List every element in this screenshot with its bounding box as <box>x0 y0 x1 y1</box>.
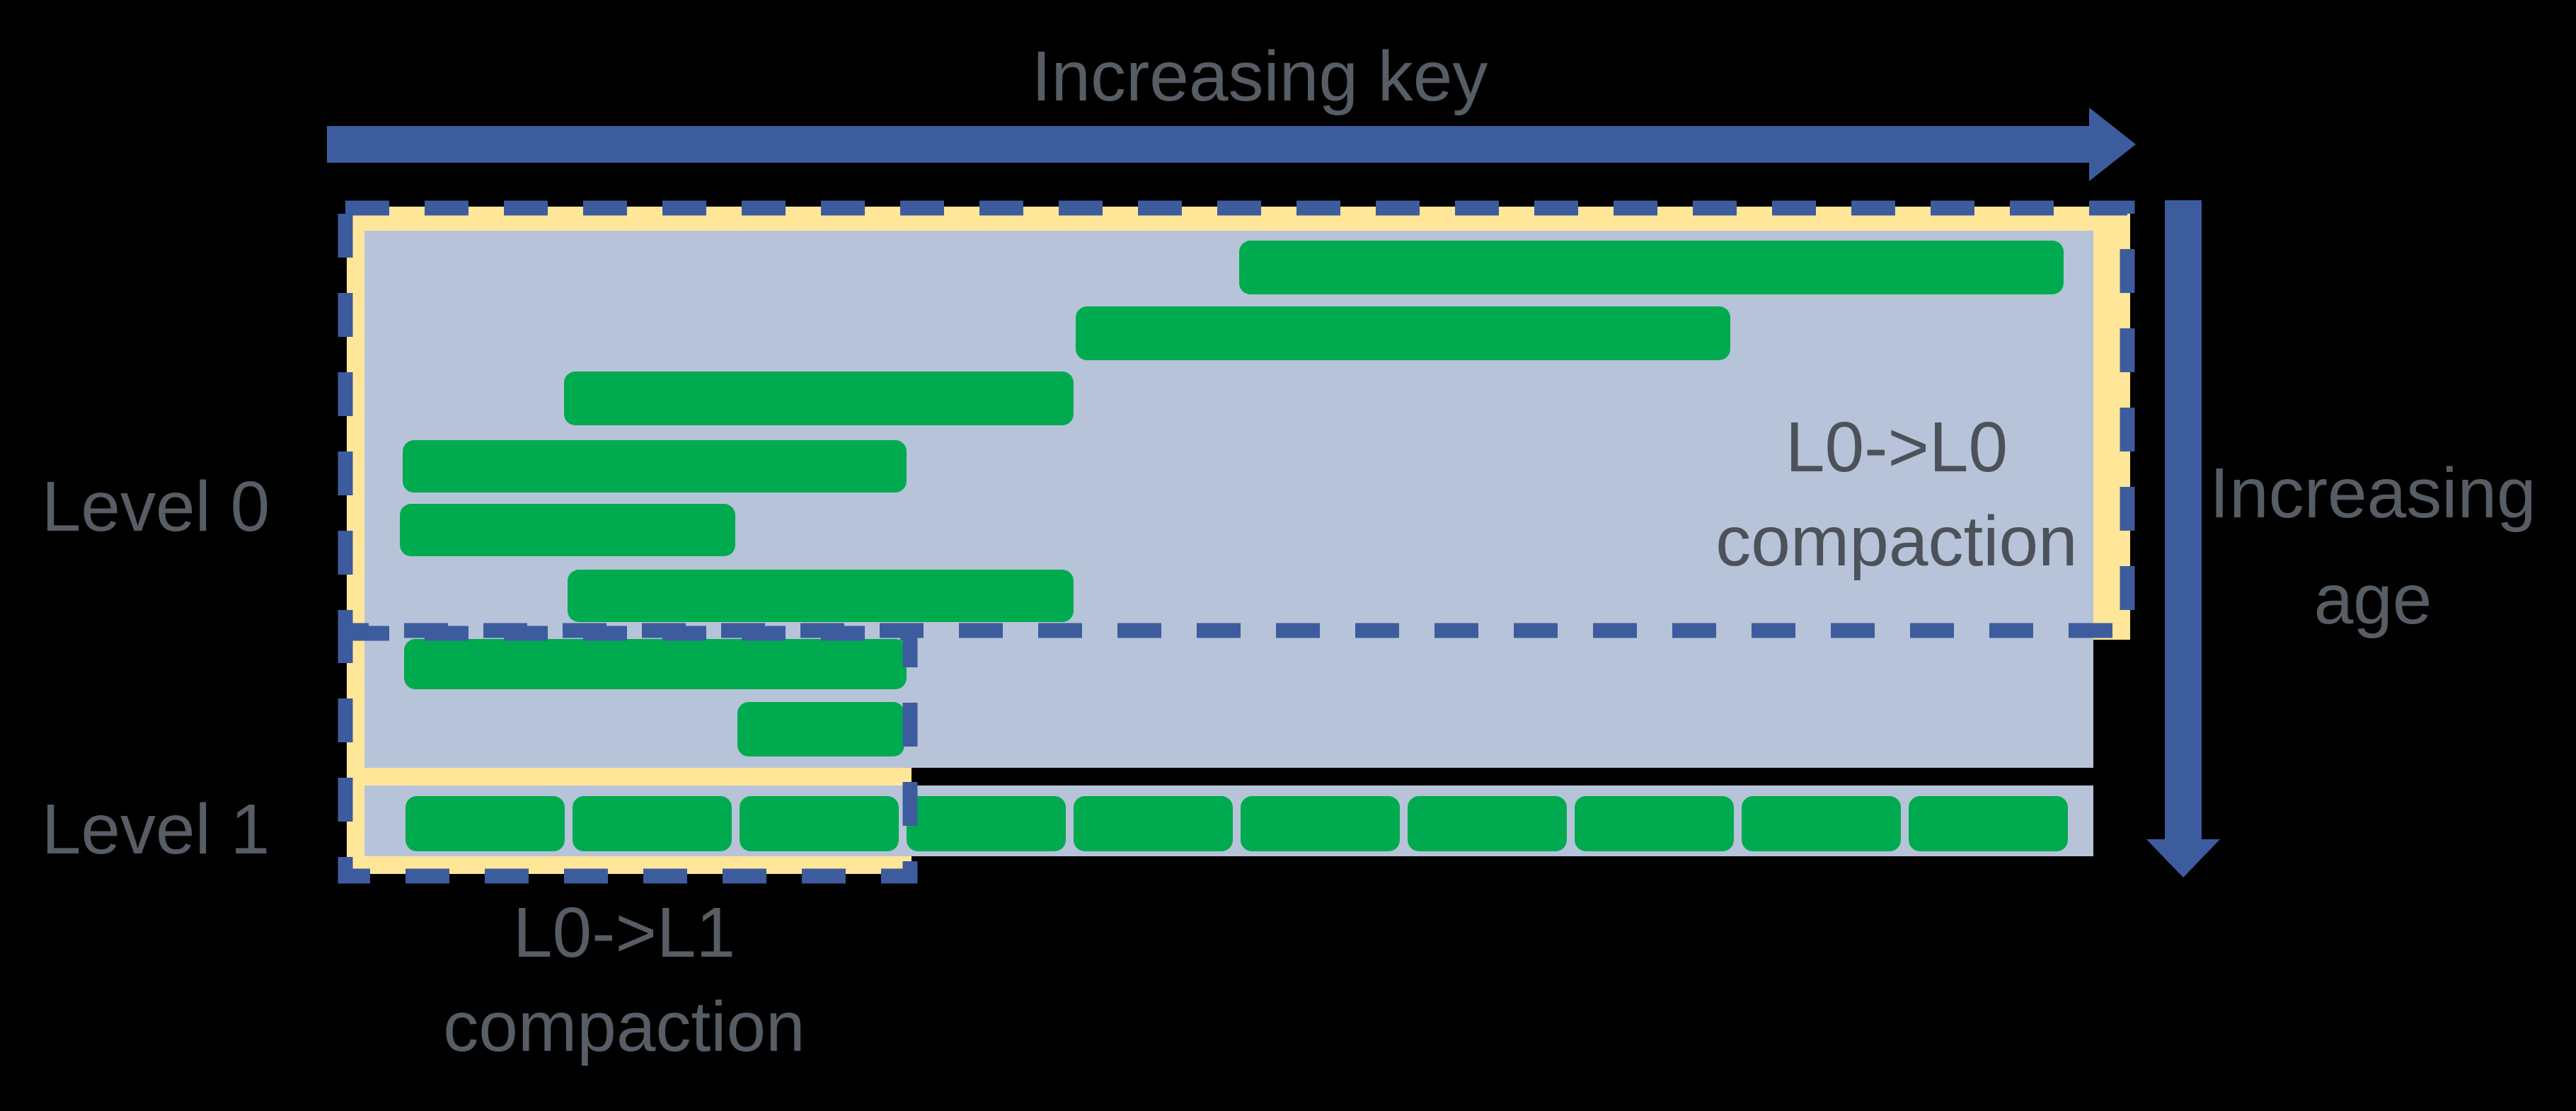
increasing-key-label: Increasing key <box>1031 37 1488 116</box>
level0-sstable-2 <box>1076 306 1730 360</box>
level1-sstable-3 <box>740 796 899 851</box>
l0-l0-compaction-label: L0->L0 compaction <box>1715 408 2078 581</box>
level1-sstable-8 <box>1575 796 1734 851</box>
level1-label: Level 1 <box>41 790 270 869</box>
level0-sstable-3 <box>564 372 1074 425</box>
increasing-age-arrowhead <box>2146 839 2220 877</box>
level0-label: Level 0 <box>41 467 270 546</box>
increasing-key-arrowhead <box>2089 108 2136 181</box>
increasing-age-arrow-shaft <box>2165 200 2202 839</box>
increasing-age-label: Increasing age <box>2209 454 2536 639</box>
level0-sstable-4 <box>403 440 907 493</box>
level1-sstable-2 <box>573 796 732 851</box>
level0-sstable-8 <box>737 702 904 756</box>
level0-sstable-5 <box>400 504 735 556</box>
level0-sstable-7 <box>404 639 907 689</box>
increasing-key-arrow-shaft <box>327 126 2089 163</box>
level1-sstable-1 <box>406 796 565 851</box>
level1-sstable-10 <box>1909 796 2068 851</box>
level0-sstable-1 <box>1239 241 2064 294</box>
level1-sstable-5 <box>1074 796 1233 851</box>
l0-l1-compaction-label: L0->L1 compaction <box>443 893 805 1066</box>
level1-sstable-7 <box>1408 796 1567 851</box>
level1-sstable-9 <box>1742 796 1901 851</box>
level0-sstable-6 <box>568 570 1074 622</box>
level1-sstable-4 <box>907 796 1066 851</box>
level1-sstable-6 <box>1241 796 1400 851</box>
